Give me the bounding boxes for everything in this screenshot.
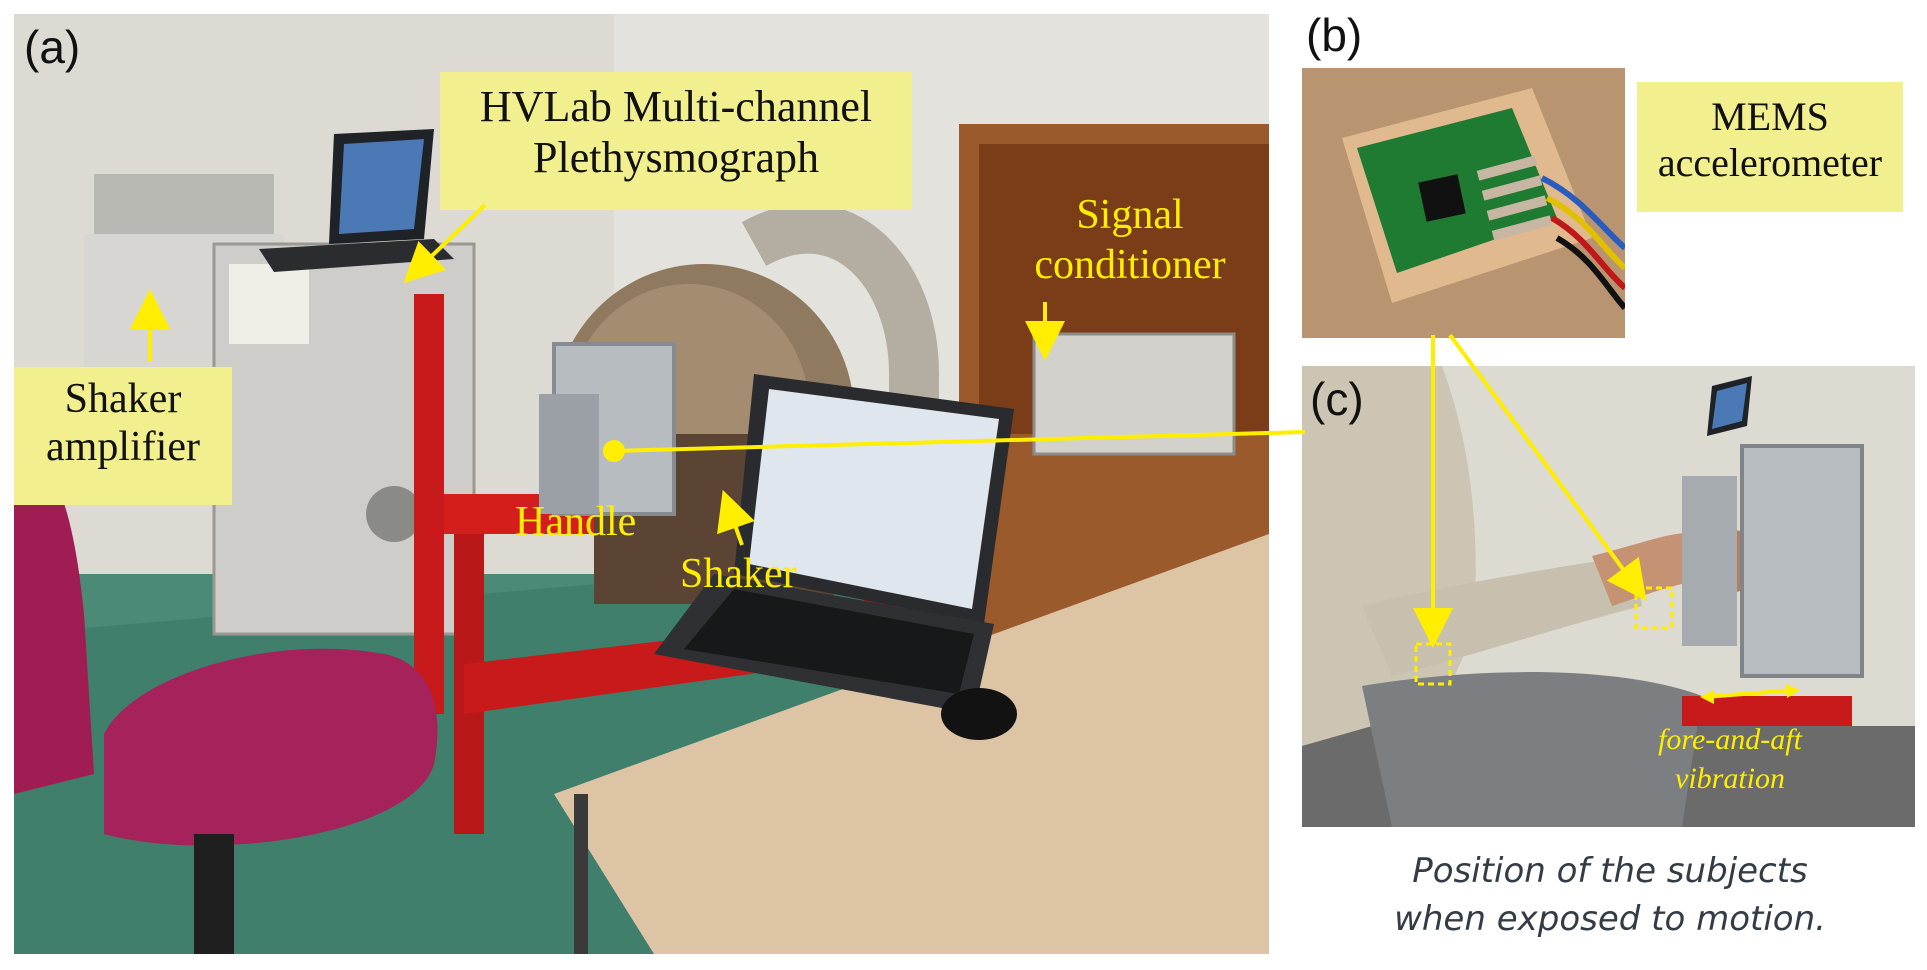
- lab-scene-drawing: [14, 14, 1269, 954]
- label-plethysmograph: HVLab Multi-channel Plethysmograph: [440, 72, 912, 210]
- label-plethysmograph-text: HVLab Multi-channel Plethysmograph: [479, 82, 873, 182]
- panel-letter-a: (a): [24, 21, 81, 73]
- label-mems-accelerometer: MEMS accelerometer: [1637, 82, 1903, 212]
- label-signal-conditioner: Signal conditioner: [1034, 192, 1226, 289]
- photo-mems-accelerometer: [1302, 68, 1625, 338]
- label-shaker-amplifier-text: Shaker amplifier: [46, 376, 200, 471]
- label-shaker-amplifier: Shaker amplifier: [14, 367, 232, 505]
- label-fore-and-aft-vibration: fore-and-aft vibration: [1658, 723, 1802, 795]
- label-shaker: Shaker: [680, 551, 797, 597]
- panel-letter-b: (b): [1306, 9, 1363, 61]
- label-mems-accelerometer-text: MEMS accelerometer: [1657, 94, 1883, 185]
- label-handle: Handle: [515, 499, 637, 545]
- subject-scene-drawing: [1302, 366, 1915, 827]
- figure-caption: Position of the subjects when exposed to…: [1394, 851, 1826, 939]
- panel-letter-c: (c): [1310, 373, 1364, 425]
- mems-board-drawing: [1302, 68, 1625, 338]
